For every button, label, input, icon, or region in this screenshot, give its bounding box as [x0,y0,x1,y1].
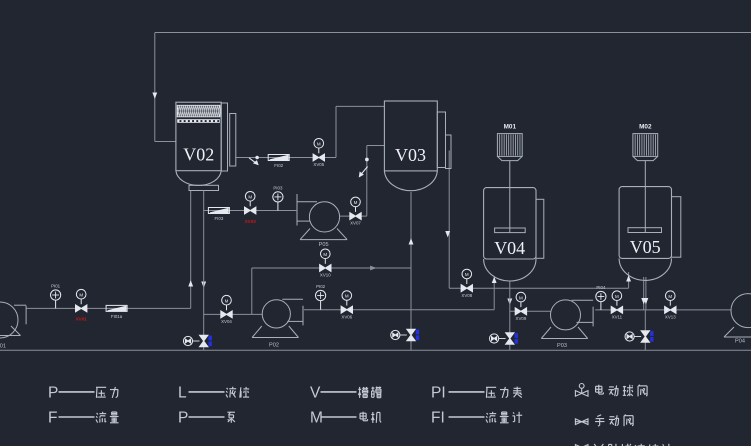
svg-text:M: M [79,292,83,297]
svg-text:XV06: XV06 [341,314,352,319]
svg-text:FI02: FI02 [274,163,283,168]
svg-text:M: M [465,272,469,277]
svg-text:P: P [178,410,188,427]
svg-text:V02: V02 [183,144,214,164]
svg-text:XV05: XV05 [313,162,324,167]
svg-text:XV11: XV11 [612,315,623,320]
svg-text:F: F [48,410,57,427]
svg-text:FI: FI [431,410,445,427]
svg-text:FI01a: FI01a [111,314,123,319]
svg-text:XV08: XV08 [461,293,472,298]
svg-text:XV07: XV07 [350,221,361,226]
svg-text:PI04: PI04 [596,285,606,290]
svg-text:PI02: PI02 [316,284,326,289]
svg-text:XV13: XV13 [665,315,676,320]
svg-text:FI03: FI03 [215,216,224,221]
svg-text:PI: PI [431,385,446,402]
svg-text:M: M [519,295,523,300]
svg-text:M: M [248,195,252,200]
svg-text:P: P [48,385,58,402]
svg-text:L: L [178,385,187,402]
svg-text:P04: P04 [735,339,745,345]
svg-text:P05: P05 [319,242,329,248]
svg-text:M: M [615,294,619,299]
svg-text:XV01: XV01 [76,316,88,321]
svg-text:V: V [310,385,321,402]
svg-text:P03: P03 [557,343,567,349]
svg-text:M02: M02 [639,124,652,131]
svg-text:XV04: XV04 [221,319,232,324]
svg-text:P01: P01 [0,344,6,350]
svg-text:XV03: XV03 [245,219,257,224]
svg-text:M01: M01 [504,124,517,131]
svg-text:V05: V05 [630,237,661,257]
svg-text:PI03: PI03 [273,185,283,190]
svg-text:M: M [668,294,672,299]
svg-text:M: M [323,252,327,257]
svg-text:XV09: XV09 [516,316,527,321]
svg-text:M: M [345,294,349,299]
svg-text:PI01: PI01 [51,284,61,289]
svg-text:XV10: XV10 [320,273,331,278]
svg-text:M: M [317,142,321,147]
svg-text:M: M [310,410,323,427]
svg-text:V04: V04 [494,238,525,258]
svg-text:M: M [225,298,229,303]
svg-text:V03: V03 [395,145,426,165]
svg-text:P02: P02 [269,343,279,349]
svg-text:M: M [354,200,358,205]
